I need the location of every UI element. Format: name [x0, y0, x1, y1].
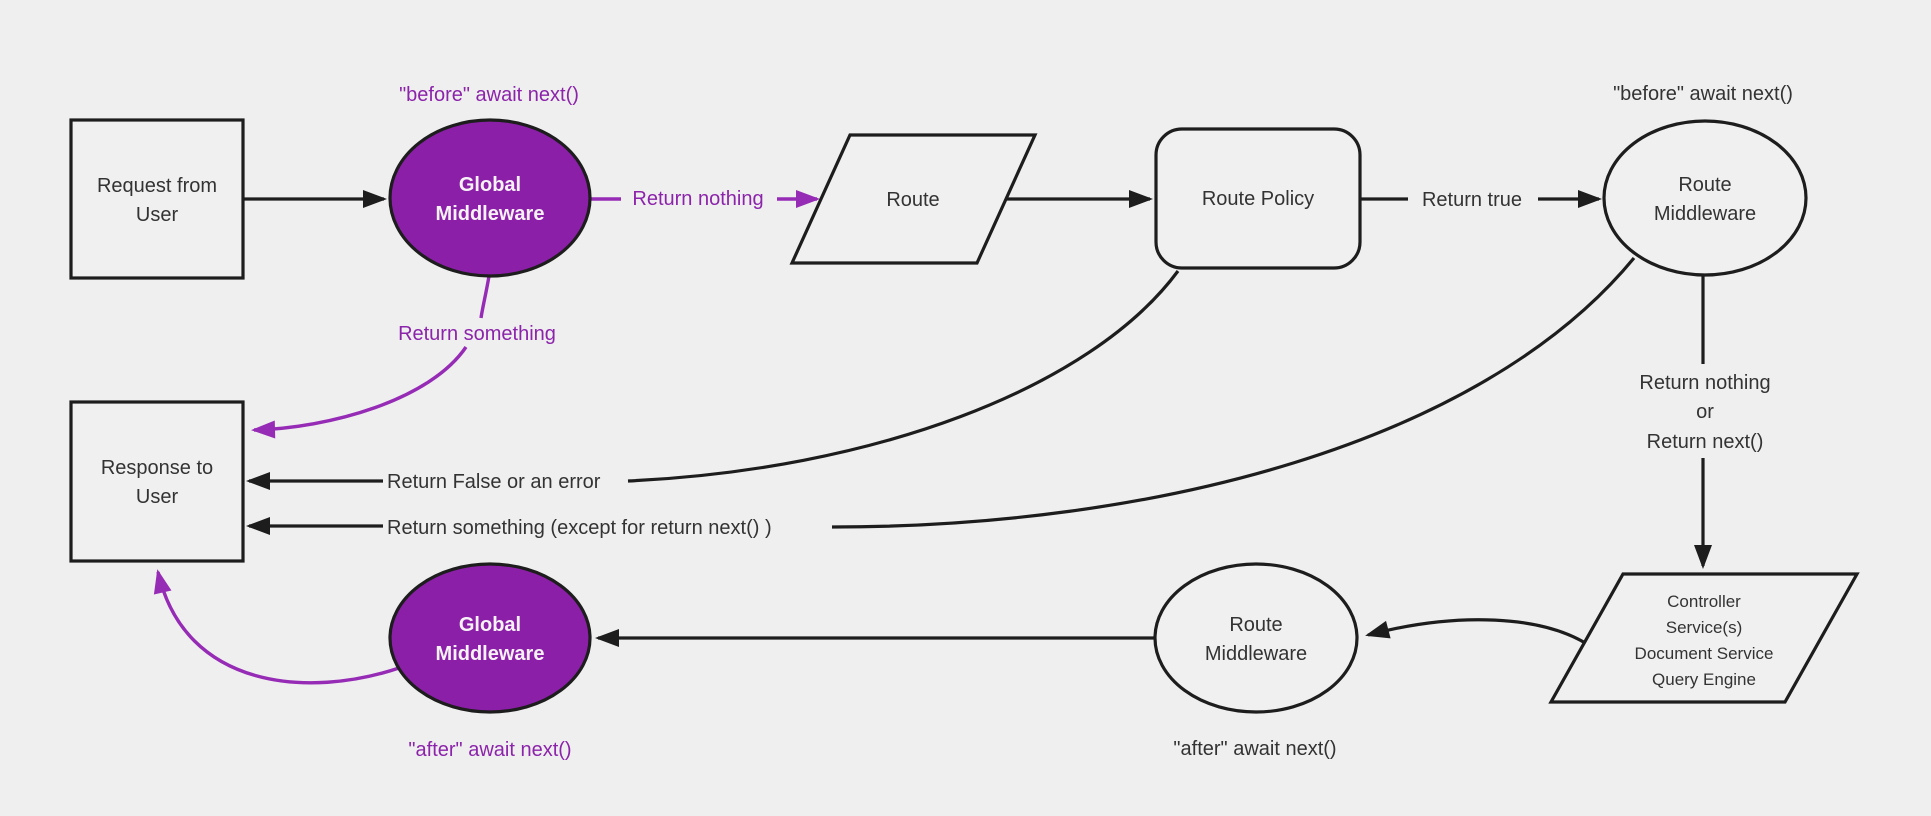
label-after-await-next-route: "after" await next(): [1173, 738, 1336, 760]
global-middleware-top-label-line1: Global: [459, 174, 521, 196]
route-label: Route: [886, 189, 939, 211]
global-middleware-bottom-ellipse: [388, 562, 592, 714]
request-from-user-label-line1: Request from: [97, 175, 217, 197]
label-return-something: Return something: [398, 323, 556, 345]
request-from-user-box: [69, 118, 245, 280]
node-controller-services: Controller Service(s) Document Service Q…: [1548, 572, 1860, 704]
label-before-await-next-route: "before" await next(): [1613, 83, 1793, 105]
edge-route-policy-to-response-segment2: [627, 270, 1180, 483]
label-return-nothing-or-line3: Return next(): [1647, 431, 1764, 453]
route-middleware-bottom-label-line2: Middleware: [1205, 643, 1307, 665]
route-middleware-top-ellipse: [1602, 119, 1808, 277]
controller-services-label-line1: Controller: [1667, 592, 1741, 611]
route-middleware-bottom-ellipse: [1153, 562, 1359, 714]
global-middleware-bottom-label-line2: Middleware: [436, 643, 545, 665]
edge-global-middleware-top-to-response-segment2: [251, 346, 468, 439]
label-return-nothing-or-line2: or: [1696, 401, 1714, 423]
controller-services-label-line2: Service(s): [1666, 618, 1743, 637]
response-to-user-label-line1: Response to: [101, 457, 213, 479]
route-parallelogram: [789, 133, 1038, 265]
global-middleware-bottom-label-line1: Global: [459, 614, 521, 636]
route-middleware-bottom-label-line1: Route: [1229, 614, 1282, 636]
label-return-nothing-or-line1: Return nothing: [1639, 372, 1770, 394]
label-return-false-or-error: Return False or an error: [387, 471, 601, 493]
edge-global-middleware-bottom-to-response: [153, 569, 400, 685]
controller-services-parallelogram: [1548, 572, 1860, 704]
node-route-policy: Route Policy: [1154, 127, 1362, 270]
node-request-from-user: Request from User: [69, 118, 245, 280]
edge-global-middleware-top-to-response-segment1: [479, 275, 491, 319]
request-from-user-label-line2: User: [136, 204, 179, 226]
label-return-true: Return true: [1422, 189, 1522, 211]
response-to-user-label-line2: User: [136, 486, 179, 508]
response-to-user-box: [69, 400, 245, 563]
node-global-middleware-top: Global Middleware: [388, 118, 592, 278]
label-before-await-next-global: "before" await next(): [399, 84, 579, 106]
node-global-middleware-bottom: Global Middleware: [388, 562, 592, 714]
global-middleware-top-ellipse: [388, 118, 592, 278]
route-policy-box: [1154, 127, 1362, 270]
route-middleware-top-label-line2: Middleware: [1654, 203, 1756, 225]
controller-services-label-line4: Query Engine: [1652, 670, 1756, 689]
node-route-middleware-bottom: Route Middleware: [1153, 562, 1359, 714]
route-middleware-top-label-line1: Route: [1678, 174, 1731, 196]
node-response-to-user: Response to User: [69, 400, 245, 563]
edge-controller-to-route-middleware-bottom: [1365, 618, 1594, 650]
label-return-nothing-or-return-next: Return nothing or Return next(): [1639, 372, 1770, 453]
label-return-nothing: Return nothing: [632, 188, 763, 210]
label-return-something-except: Return something (except for return next…: [387, 517, 772, 539]
global-middleware-top-label-line2: Middleware: [436, 203, 545, 225]
edge-route-middleware-to-response-segment2: [831, 256, 1636, 529]
controller-services-label-line3: Document Service: [1635, 644, 1774, 663]
node-route-middleware-top: Route Middleware: [1602, 119, 1808, 277]
node-route: Route: [789, 133, 1038, 265]
label-after-await-next-global: "after" await next(): [408, 739, 571, 761]
route-policy-label: Route Policy: [1202, 188, 1314, 210]
